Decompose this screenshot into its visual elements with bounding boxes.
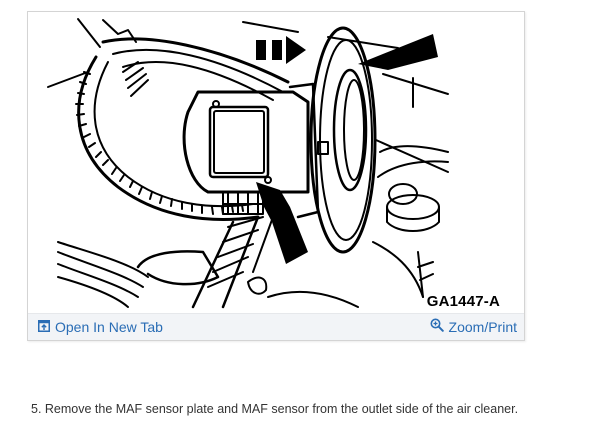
figure-footer: Open In New Tab Zoom/Print bbox=[28, 313, 524, 340]
open-in-new-tab-icon bbox=[38, 318, 50, 336]
magnifier-plus-icon bbox=[430, 318, 444, 336]
procedure-step-text: 5. Remove the MAF sensor plate and MAF s… bbox=[31, 402, 519, 416]
open-in-new-tab-label: Open In New Tab bbox=[55, 319, 163, 335]
open-in-new-tab-link[interactable]: Open In New Tab bbox=[38, 318, 163, 336]
maf-sensor-illustration bbox=[28, 12, 524, 312]
zoom-print-label: Zoom/Print bbox=[448, 319, 517, 335]
zoom-print-link[interactable]: Zoom/Print bbox=[430, 318, 517, 336]
figure-card: GA1447-A Open In New Tab Zoom/Print bbox=[27, 11, 525, 341]
figure-code-label: GA1447-A bbox=[426, 293, 500, 310]
